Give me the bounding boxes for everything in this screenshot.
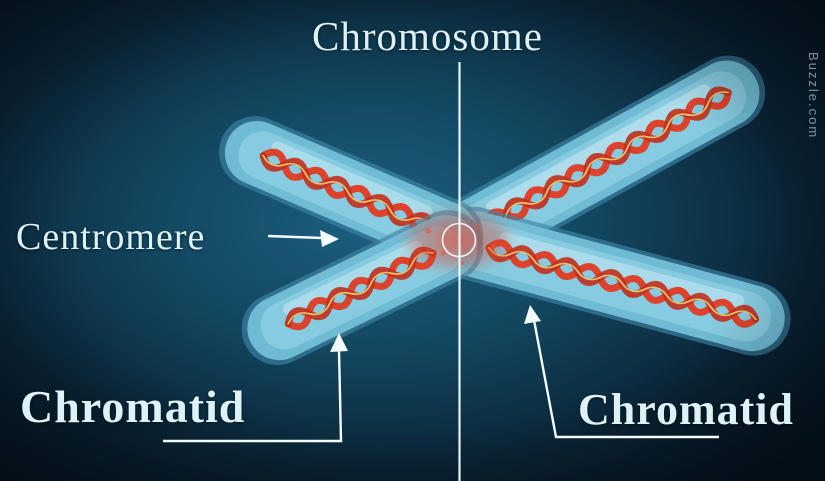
label-centromere: Centromere bbox=[16, 216, 206, 258]
chromatid-arrow-right bbox=[524, 305, 719, 439]
chromatid-arrowhead-left-icon bbox=[330, 333, 348, 352]
watermark-buzzle: Buzzle.com bbox=[806, 52, 821, 140]
chromatid-arrow-right-shaft bbox=[532, 319, 719, 439]
chromatid-arrowhead-right-icon bbox=[524, 305, 541, 324]
label-chromatid-right: Chromatid bbox=[578, 385, 794, 434]
centromere-circle bbox=[441, 222, 477, 258]
chromatid-arrow-left bbox=[163, 333, 348, 443]
centromere-arrow bbox=[267, 230, 339, 247]
label-chromosome: Chromosome bbox=[312, 13, 543, 59]
label-chromatid-left: Chromatid bbox=[20, 381, 246, 432]
centromere-arrowhead-icon bbox=[320, 230, 339, 247]
chromatid-arrow-left-shaft bbox=[163, 349, 343, 443]
centromere-arrow-shaft bbox=[267, 234, 323, 240]
